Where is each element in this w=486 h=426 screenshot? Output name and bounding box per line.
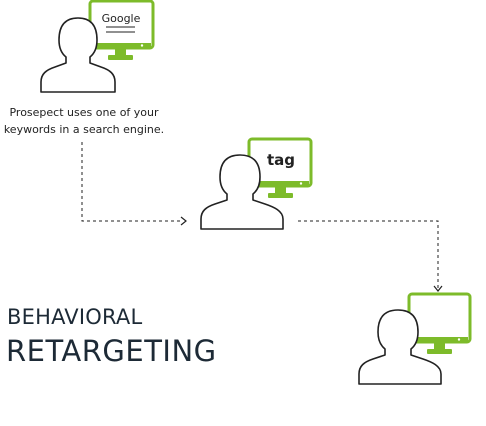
caption-line: keywords in a search engine. bbox=[3, 123, 165, 136]
arrow-down-icon bbox=[433, 285, 443, 292]
person-icon bbox=[40, 17, 116, 93]
person-icon bbox=[200, 154, 284, 230]
monitor-icon: tag bbox=[247, 137, 313, 198]
monitor-power-dot bbox=[299, 182, 303, 185]
step-3-retarget bbox=[358, 292, 472, 385]
monitor-power-dot bbox=[140, 44, 144, 47]
step-1-search: Google bbox=[40, 0, 155, 93]
step-2-tag: tag bbox=[200, 137, 313, 230]
title-retargeting: RETARGETING bbox=[6, 334, 217, 368]
monitor-icon: Google bbox=[88, 0, 155, 60]
person-icon bbox=[358, 309, 442, 385]
step-1-caption: Prosepect uses one of your keywords in a… bbox=[0, 104, 174, 138]
monitor-power-dot bbox=[457, 338, 461, 341]
arrow-right-icon bbox=[180, 216, 187, 226]
title-behavioral: BEHAVIORAL bbox=[7, 305, 143, 329]
monitor-label-google: Google bbox=[102, 12, 141, 25]
monitor-label-tag: tag bbox=[267, 151, 295, 169]
monitor-icon bbox=[407, 292, 472, 354]
caption-line: Prosepect uses one of your bbox=[9, 106, 159, 119]
connector-1-to-2 bbox=[81, 142, 183, 222]
connector-2-to-3 bbox=[298, 220, 439, 288]
